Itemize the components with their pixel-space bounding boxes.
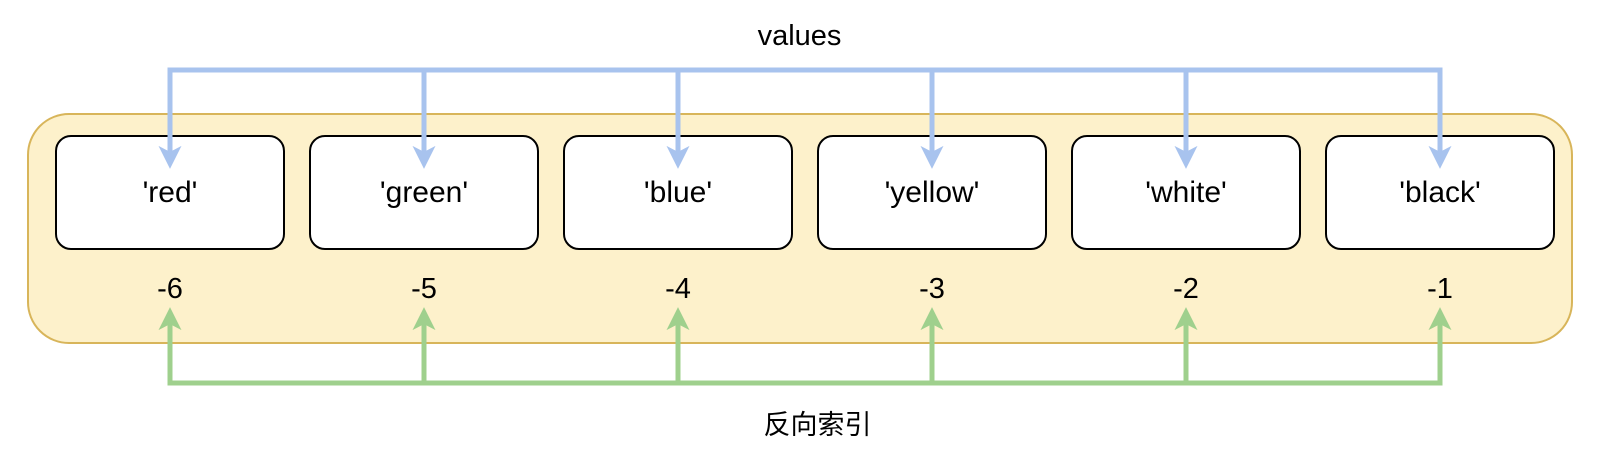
box-white-label: 'white': [1145, 175, 1227, 209]
box-blue-label: 'blue': [643, 175, 713, 209]
box-green: 'green': [309, 135, 539, 250]
values-title: values: [757, 20, 842, 52]
box-black-label: 'black': [1399, 175, 1481, 209]
reverse-index-title: 反向索引: [763, 410, 872, 440]
index-neg-3: -3: [919, 273, 945, 305]
box-blue: 'blue': [563, 135, 793, 250]
box-red: 'red': [55, 135, 285, 250]
index-neg-6: -6: [157, 273, 183, 305]
box-yellow: 'yellow': [817, 135, 1047, 250]
box-black: 'black': [1325, 135, 1555, 250]
box-red-label: 'red': [142, 175, 198, 209]
index-neg-1: -1: [1427, 273, 1453, 305]
box-white: 'white': [1071, 135, 1301, 250]
box-yellow-label: 'yellow': [884, 175, 980, 209]
index-neg-5: -5: [411, 273, 437, 305]
index-neg-4: -4: [665, 273, 691, 305]
box-green-label: 'green': [379, 175, 469, 209]
index-neg-2: -2: [1173, 273, 1199, 305]
